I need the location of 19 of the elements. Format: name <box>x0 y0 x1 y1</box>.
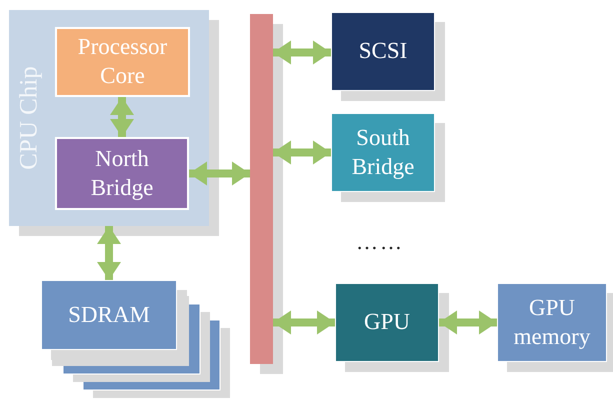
process-box <box>55 137 189 210</box>
node-label: SDRAM <box>68 300 150 329</box>
node-label: GPU memory <box>512 294 592 351</box>
double-arrow <box>273 40 331 64</box>
node-label: South Bridge <box>350 124 416 181</box>
double-arrow <box>189 162 250 186</box>
ellipsis-label: …… <box>356 228 404 256</box>
process-box <box>55 27 190 97</box>
node-label: North Bridge <box>90 144 154 202</box>
double-arrow <box>273 140 331 164</box>
node-label: GPU <box>364 308 410 336</box>
double-arrow <box>110 97 134 137</box>
double-arrow <box>439 310 497 334</box>
double-arrow <box>97 226 121 280</box>
double-arrow <box>273 310 335 334</box>
bus-bar <box>250 14 273 364</box>
node-label: Processor Core <box>76 33 168 90</box>
node-label: SCSI <box>358 37 408 66</box>
chip-container <box>9 10 209 226</box>
